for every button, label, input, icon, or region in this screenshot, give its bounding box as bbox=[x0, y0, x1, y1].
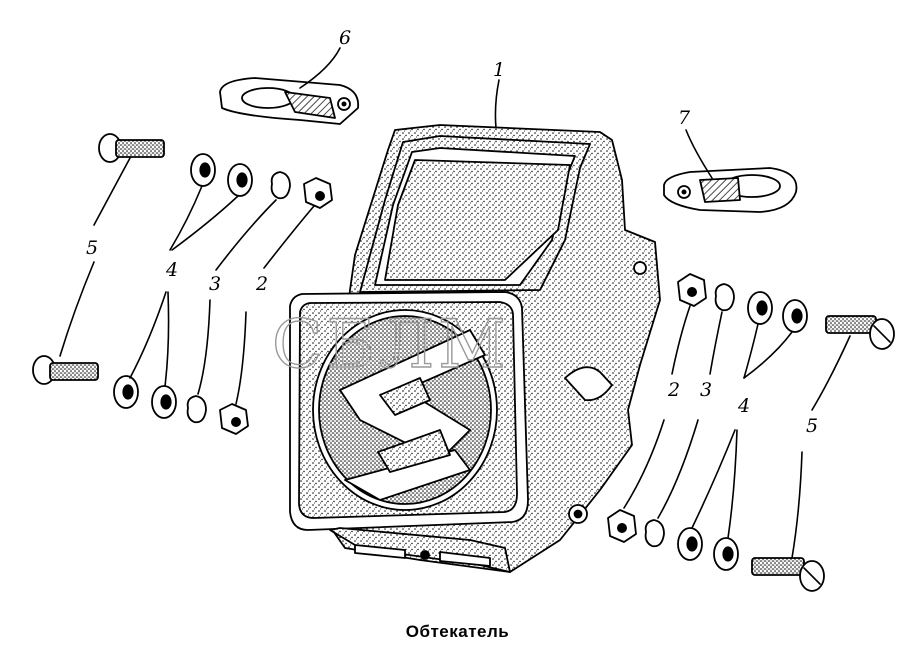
spring-washer-3-lower-right bbox=[644, 519, 665, 548]
screw-5-upper-right bbox=[825, 315, 895, 350]
spring-washer-3-upper-left bbox=[270, 171, 291, 200]
spring-washer-3-upper-right bbox=[714, 283, 735, 312]
callout-2-upper: 2 bbox=[255, 273, 268, 295]
callout-6: 6 bbox=[339, 27, 351, 49]
washer-4-h bbox=[713, 537, 739, 571]
fairing-housing bbox=[289, 124, 661, 573]
callout-7: 7 bbox=[678, 107, 691, 129]
washer-4-b bbox=[227, 163, 253, 197]
nut-2-lower-right bbox=[607, 509, 637, 543]
watermark-text: СБЛМ bbox=[272, 306, 510, 383]
callout-3-upper: 3 bbox=[209, 273, 221, 295]
washer-4-d bbox=[151, 385, 177, 419]
diagram-caption: Обтекатель bbox=[405, 622, 510, 641]
washer-4-f bbox=[782, 299, 808, 333]
nut-2-upper-left bbox=[303, 177, 333, 209]
bracket-7 bbox=[663, 167, 798, 213]
washer-4-c bbox=[113, 375, 139, 409]
callout-4-right: 4 bbox=[737, 395, 750, 417]
screw-5-lower-left bbox=[32, 355, 99, 385]
bracket-6 bbox=[219, 77, 360, 125]
screw-5-lower-right bbox=[751, 557, 825, 592]
callout-numbers: 1 6 7 5 4 3 2 2 3 4 5 bbox=[86, 27, 818, 437]
washer-4-a bbox=[190, 153, 216, 187]
callout-5-right: 5 bbox=[806, 415, 818, 437]
callout-1: 1 bbox=[493, 59, 505, 81]
screw-5-upper-left bbox=[98, 133, 165, 163]
leader-lines bbox=[59, 47, 851, 559]
washer-4-e bbox=[747, 291, 773, 325]
callout-4-left: 4 bbox=[165, 259, 178, 281]
callout-2-lower: 2 bbox=[667, 379, 680, 401]
washer-4-g bbox=[677, 527, 703, 561]
spring-washer-3-lower-left bbox=[186, 395, 207, 424]
nut-2-lower-left bbox=[219, 403, 249, 435]
callout-3-lower: 3 bbox=[700, 379, 712, 401]
nut-2-upper-right bbox=[677, 273, 707, 307]
callout-5-left: 5 bbox=[86, 237, 98, 259]
